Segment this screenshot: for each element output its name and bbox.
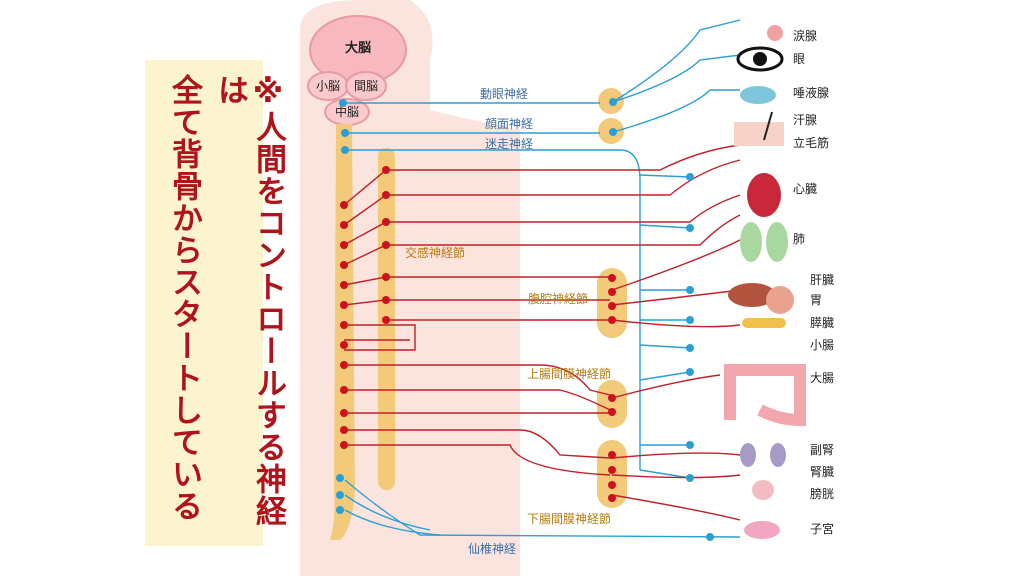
organ-label-kidney: 腎臓 (810, 465, 834, 479)
sympathetic-ganglion-label: 交感神経節 (405, 245, 465, 260)
organ-label-uterus: 子宮 (810, 521, 834, 536)
heart-icon (747, 173, 781, 217)
caption-line-2: 全て背骨からスタートしている (166, 74, 202, 522)
spinal-cord (330, 124, 355, 540)
cerebellum-label: 小脳 (316, 79, 340, 93)
organ-label-bladder: 膀胱 (810, 486, 834, 501)
skin-icon (734, 111, 784, 146)
diencephalon (345, 71, 387, 101)
large-intestine-icon (724, 364, 806, 427)
organ-label-eye: 眼 (793, 52, 805, 66)
inferior-mesenteric-label: 下腸間膜神経節 (527, 511, 611, 526)
oculomotor-label: 動眼神経 (480, 87, 528, 101)
eye-icon (736, 46, 784, 72)
organ-label-sweat: 汗腺 (793, 113, 817, 127)
parasympathetic-nodes (336, 98, 714, 541)
cerebrum-label: 大脳 (345, 40, 371, 56)
sympathetic-nodes (340, 166, 616, 502)
digestive-organs-icon (728, 283, 794, 328)
celiac-ganglion-label: 腹腔神経節 (528, 291, 588, 306)
organ-label-stomach: 胃 (810, 293, 822, 307)
bladder-icon (752, 480, 774, 500)
organ-label-large-intestine: 大腸 (810, 371, 834, 385)
organ-label-adrenal: 副腎 (810, 443, 834, 457)
caption-line-1: ※人間をコントロールする神経は (212, 74, 286, 527)
organ-label-lacrimal: 涙腺 (793, 28, 817, 43)
kidney-icon (740, 443, 786, 467)
caption-box: ※人間をコントロールする神経は 全て背骨からスタートしている (145, 60, 286, 546)
lung-icon (740, 222, 788, 262)
diencephalon-label: 間脳 (354, 79, 378, 93)
superior-mesenteric-ganglion (597, 380, 627, 428)
parasympathetic-lines (343, 19, 741, 538)
superior-mesenteric-label: 上腸間膜神経節 (527, 366, 611, 381)
midbrain-label: 中脳 (335, 104, 359, 119)
vagus-label: 迷走神経 (485, 137, 533, 151)
uterus-icon (744, 521, 780, 539)
organ-label-salivary: 唾液腺 (793, 85, 829, 100)
organ-label-small-intestine: 小腸 (810, 338, 834, 352)
organ-label-lung: 肺 (793, 232, 805, 246)
organ-label-liver: 肝臓 (810, 273, 834, 287)
facial-label: 顔面神経 (485, 116, 533, 131)
lacrimal-icon (767, 25, 783, 41)
organ-label-heart: 心臓 (793, 182, 817, 196)
organ-label-pancreas: 膵臓 (810, 316, 834, 330)
organ-label-arrector: 立毛筋 (793, 135, 829, 150)
body-silhouette (300, 0, 520, 576)
sacral-label: 仙椎神経 (468, 541, 516, 556)
salivary-gland-icon (740, 86, 776, 104)
